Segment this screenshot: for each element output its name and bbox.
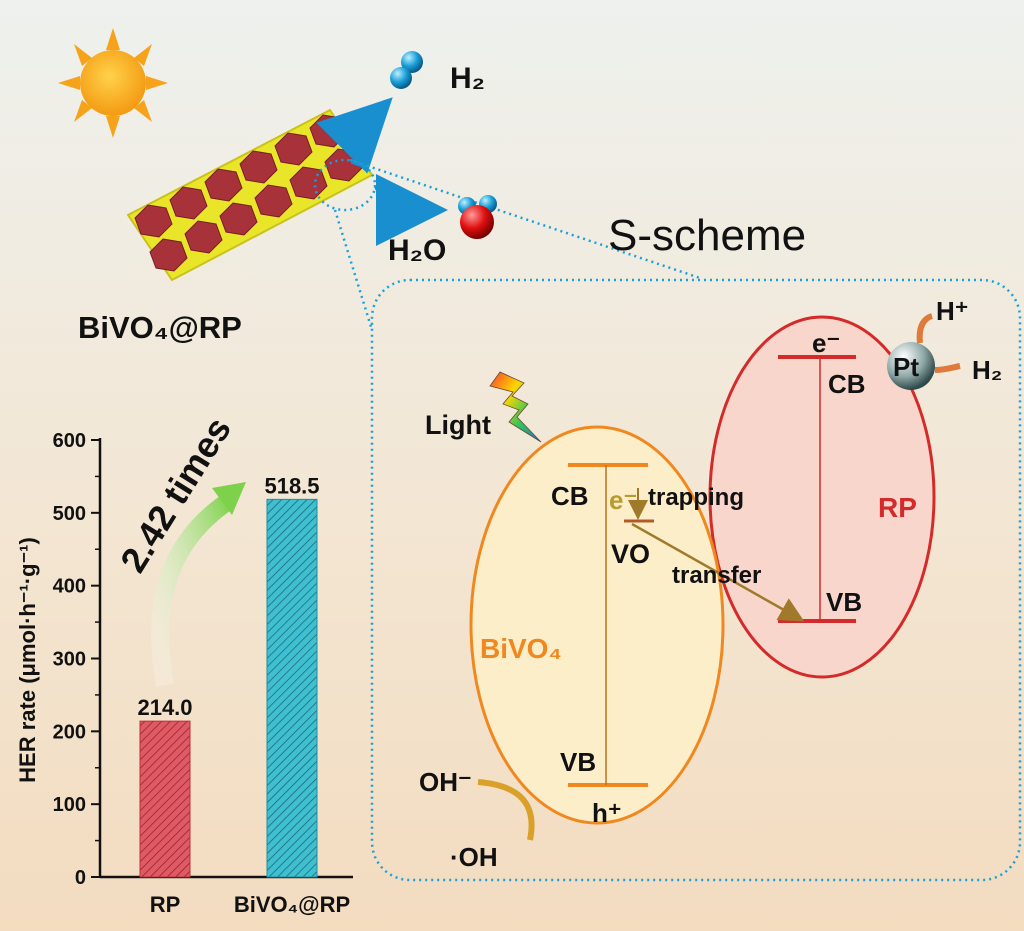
nanorod-illustration xyxy=(126,108,374,282)
y-axis-label: HER rate (μmol·h⁻¹·g⁻¹) xyxy=(15,537,40,783)
bar-value-label: 214.0 xyxy=(137,695,192,720)
y-tick-label: 100 xyxy=(53,794,86,816)
rp-band-diagram xyxy=(708,315,936,679)
rp-electron: e⁻ xyxy=(812,328,840,358)
h-plus-label: H⁺ xyxy=(936,296,969,326)
oh-minus-label: OH⁻ xyxy=(419,767,472,797)
bivo4-name: BiVO₄ xyxy=(480,633,562,664)
bivo4-hole: h⁺ xyxy=(592,798,622,828)
oh-oxidation-arrow xyxy=(477,779,535,841)
lightning-icon xyxy=(489,371,542,443)
bar-value-label: 518.5 xyxy=(264,473,319,498)
rp-cb-label: CB xyxy=(828,369,866,399)
bar-rp xyxy=(139,720,191,878)
growth-arrow xyxy=(151,492,236,687)
trapping-label: trapping xyxy=(648,484,744,511)
bivo4-band-diagram xyxy=(469,425,805,825)
material-label: BiVO₄@RP xyxy=(78,310,242,345)
h2o-molecule-icon xyxy=(458,195,497,239)
oh-radical-label: ·OH xyxy=(450,842,498,872)
reaction-arrows xyxy=(316,97,448,246)
y-tick-label: 0 xyxy=(75,867,86,889)
growth-arrow-head xyxy=(212,482,246,515)
rp-h2-label: H₂ xyxy=(972,355,1002,385)
pt-label: Pt xyxy=(893,352,919,382)
y-tick-label: 400 xyxy=(53,576,86,598)
y-tick-label: 200 xyxy=(53,721,86,743)
zoom-indicator xyxy=(313,158,701,331)
transfer-label: transfer xyxy=(672,562,761,589)
rp-name: RP xyxy=(878,492,917,523)
bar-bivo4-rp xyxy=(266,498,318,878)
h2o-label: H₂O xyxy=(388,234,446,267)
bivo4-cb-label: CB xyxy=(551,481,589,511)
rp-vb-label: VB xyxy=(826,587,862,617)
y-tick-label: 300 xyxy=(53,649,86,671)
x-category-label: BiVO₄@RP xyxy=(234,892,350,917)
light-label: Light xyxy=(425,410,491,440)
y-tick-label: 500 xyxy=(53,503,86,525)
x-category-label: RP xyxy=(150,892,181,917)
her-rate-bar-chart: 0 100 200 300 400 500 600 214.0 518.5 RP BiVO₄@R… xyxy=(15,410,353,917)
bivo4-electron: e⁻ xyxy=(609,485,637,515)
scheme-title: S-scheme xyxy=(608,211,806,260)
h2-label: H₂ xyxy=(450,62,485,95)
pt-particle-icon xyxy=(887,313,961,390)
y-tick-label: 600 xyxy=(53,430,86,452)
h2-molecule-icon xyxy=(390,51,423,89)
sun-icon xyxy=(58,28,168,138)
vacancy-label: VO xyxy=(611,539,650,569)
bivo4-vb-label: VB xyxy=(560,747,596,777)
scheme-box xyxy=(370,278,1022,882)
